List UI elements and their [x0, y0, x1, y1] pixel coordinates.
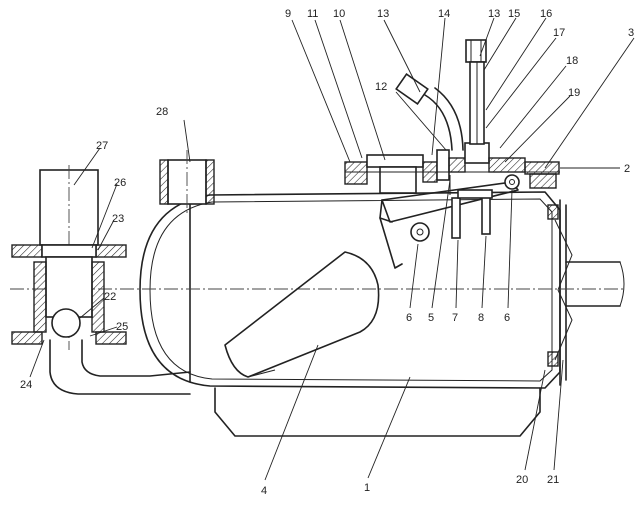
label-9: 9: [285, 8, 291, 20]
label-1: 1: [364, 482, 370, 494]
float-part: [224, 251, 380, 378]
label-21: 21: [547, 474, 559, 486]
label-10: 10: [333, 8, 345, 20]
label-5: 5: [428, 312, 434, 324]
label-24: 24: [20, 379, 32, 391]
label-22: 22: [104, 291, 116, 303]
label-12: 12: [375, 81, 387, 93]
label-14: 14: [438, 8, 450, 20]
label-13a: 13: [377, 8, 389, 20]
part-labels: 9 11 10 13 14 13 15 16 17 18 19 3 12 2 2…: [20, 8, 634, 497]
label-7: 7: [452, 312, 458, 324]
label-23: 23: [112, 213, 124, 225]
label-11: 11: [307, 8, 318, 20]
left-connector: [11, 165, 191, 395]
label-26: 26: [114, 177, 126, 189]
top-flange: [344, 142, 560, 194]
label-27: 27: [96, 140, 108, 152]
label-19: 19: [568, 87, 580, 99]
bent-pipe: [395, 73, 464, 151]
lever-mechanism: [379, 174, 520, 269]
label-6b: 6: [504, 312, 510, 324]
label-17: 17: [553, 27, 565, 39]
label-8: 8: [478, 312, 484, 324]
label-20: 20: [516, 474, 528, 486]
top-plug: [159, 150, 215, 215]
label-25: 25: [116, 321, 128, 333]
label-16: 16: [540, 8, 552, 20]
label-4: 4: [261, 485, 267, 497]
label-13b: 13: [488, 8, 500, 20]
label-18: 18: [566, 55, 578, 67]
vertical-fitting: [465, 39, 487, 145]
label-3: 3: [628, 27, 634, 39]
leader-lines: [29, 17, 635, 481]
label-2: 2: [624, 163, 630, 175]
label-15: 15: [508, 8, 520, 20]
label-28: 28: [156, 106, 168, 118]
tank-body: [139, 191, 625, 437]
label-6a: 6: [406, 312, 412, 324]
